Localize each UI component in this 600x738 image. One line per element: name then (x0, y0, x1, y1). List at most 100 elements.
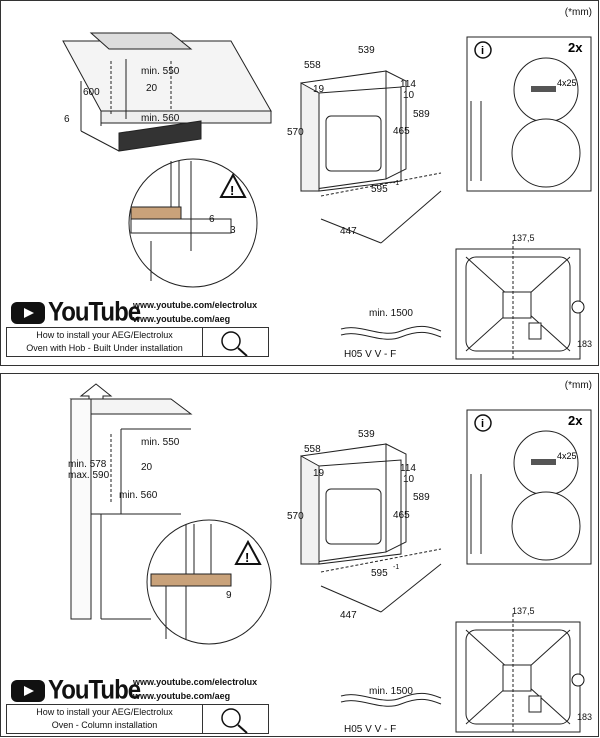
play-icon (11, 302, 45, 324)
warning-icon: ! (234, 539, 262, 565)
detail-circle (146, 519, 272, 645)
youtube-wordmark: YouTube (48, 297, 141, 328)
svg-text:!: ! (230, 183, 234, 198)
dim-589: 589 (413, 109, 430, 120)
cabinet-illustration (62, 32, 272, 152)
cable-type: H05 V V - F (344, 349, 396, 360)
cabinet-dimensions: min. 550 min. 578 max. 590 20 min. 560 (68, 437, 180, 501)
screw-label: 4x25 (557, 451, 577, 461)
url-aeg[interactable]: www.youtube.com/aeg (133, 691, 231, 701)
dim-plan-right: 183 (577, 712, 592, 722)
howto-line2: Oven with Hob - Built Under installation (26, 343, 183, 353)
dim-oven-width: 558 (304, 444, 321, 455)
dim-10: 10 (403, 90, 415, 101)
dim-height: 600 (83, 87, 100, 98)
youtube-logo: YouTube (11, 297, 141, 328)
dim-oven-depth: 539 (358, 45, 375, 56)
dim-h-min: min. 578 (68, 459, 107, 470)
plan-dimensions: 137,5 183 (512, 606, 592, 722)
detail-dimensions: 6 3 (209, 214, 236, 236)
dim-570: 570 (287, 511, 304, 522)
oven-dimensions: 558 539 19 114 10 589 570 465 595 -1 447 (287, 429, 430, 621)
magnifier-icon (203, 328, 268, 357)
dim-595-sup: -1 (393, 180, 399, 187)
dim-oven-width: 558 (304, 60, 321, 71)
url-aeg[interactable]: www.youtube.com/aeg (133, 314, 231, 324)
dim-19: 19 (313, 84, 325, 95)
cable-illustration (340, 692, 442, 707)
unit-note: (*mm) (564, 380, 592, 391)
detail-circle (128, 158, 258, 288)
plan-dimensions: 137,5 183 (512, 233, 592, 349)
dim-h-max: max. 590 (68, 470, 110, 481)
cable-length: min. 1500 (369, 308, 413, 319)
cable-type: H05 V V - F (344, 724, 396, 735)
dim-plan-right: 183 (577, 339, 592, 349)
dim-depth-min: min. 550 (141, 437, 180, 448)
howto-text: How to install your AEG/Electrolux Oven … (7, 705, 203, 733)
dim-plan-top: 137,5 (512, 606, 535, 616)
dim-gap: 20 (146, 83, 158, 94)
diagram-drawing: min. 550 min. 578 max. 590 20 min. 560 9… (68, 383, 592, 735)
youtube-urls: www.youtube.com/electrolux www.youtube.c… (133, 675, 257, 703)
url-electrolux[interactable]: www.youtube.com/electrolux (133, 677, 258, 687)
dim-570: 570 (287, 127, 304, 138)
dim-oven-depth: 539 (358, 429, 375, 440)
dim-19: 19 (313, 468, 325, 479)
diagram-drawing: min. 550 600 20 min. 560 6 6 3 ! (62, 32, 592, 361)
info-icon (474, 414, 492, 432)
howto-text: How to install your AEG/Electrolux Oven … (7, 328, 203, 356)
howto-box: How to install your AEG/Electrolux Oven … (6, 327, 269, 357)
dim-447: 447 (340, 226, 357, 237)
dim-114: 114 (400, 79, 416, 90)
dim-depth-min: min. 550 (141, 66, 180, 77)
dim-detail-b: 3 (230, 225, 236, 236)
dim-gap: 20 (141, 462, 153, 473)
dim-detail-a: 9 (226, 590, 232, 601)
youtube-urls: www.youtube.com/electrolux www.youtube.c… (133, 298, 257, 326)
cable-length: min. 1500 (369, 686, 413, 697)
howto-line2: Oven - Column installation (51, 720, 158, 730)
svg-text:i: i (481, 45, 484, 57)
panel-column: (*mm) min. 550 min. 578 max. 590 20 min.… (0, 373, 599, 737)
count-label: 2x (568, 40, 583, 55)
youtube-wordmark: YouTube (48, 675, 141, 706)
dim-side: 6 (64, 114, 70, 125)
youtube-logo: YouTube (11, 675, 141, 706)
dim-595-sup: -1 (393, 564, 399, 571)
howto-line1: How to install your AEG/Electrolux (36, 707, 173, 717)
count-label: 2x (568, 413, 583, 428)
cabinet-dimensions: min. 550 600 20 min. 560 6 (64, 66, 180, 125)
dim-width-min: min. 560 (141, 113, 180, 124)
dim-465: 465 (393, 126, 410, 137)
url-electrolux[interactable]: www.youtube.com/electrolux (133, 300, 258, 310)
screw-box: i 2x 4x25 (466, 409, 592, 565)
dim-detail-a: 6 (209, 214, 215, 225)
dim-595: 595 (371, 184, 388, 195)
oven-illustration (300, 443, 442, 613)
dim-10: 10 (403, 474, 415, 485)
oven-dimensions: 558 539 19 114 10 589 570 465 595 -1 447 (287, 45, 430, 237)
magnifier-icon (203, 705, 268, 734)
play-icon (11, 680, 45, 702)
warning-icon: ! (219, 172, 247, 198)
howto-line1: How to install your AEG/Electrolux (36, 330, 173, 340)
cable-illustration (340, 325, 442, 340)
panel-built-under: (*mm) min. 550 600 20 min. 560 6 (0, 0, 599, 366)
plan-view (455, 241, 585, 361)
unit-note: (*mm) (564, 7, 592, 18)
dim-114: 114 (400, 463, 416, 474)
dim-447: 447 (340, 610, 357, 621)
screw-label: 4x25 (557, 78, 577, 88)
svg-text:i: i (481, 418, 484, 430)
dim-465: 465 (393, 510, 410, 521)
dim-width-min: min. 560 (119, 490, 158, 501)
dim-plan-top: 137,5 (512, 233, 535, 243)
column-illustration (69, 383, 193, 620)
svg-text:!: ! (245, 550, 249, 565)
oven-illustration (300, 70, 442, 244)
dim-595: 595 (371, 568, 388, 579)
plan-view (455, 614, 585, 734)
info-icon (474, 41, 492, 59)
howto-box: How to install your AEG/Electrolux Oven … (6, 704, 269, 734)
